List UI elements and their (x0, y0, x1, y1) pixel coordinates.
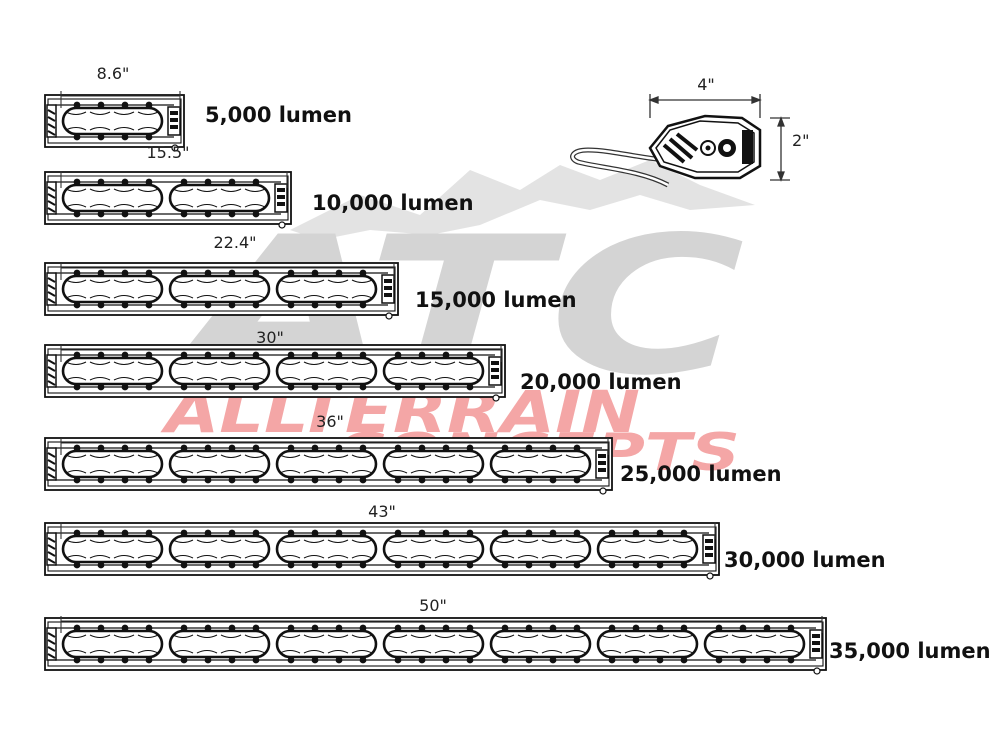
light-bar: 43" 30,000 lumen (44, 502, 886, 580)
led-pod (168, 178, 271, 218)
end-cap-left (46, 104, 57, 138)
led-pod (275, 624, 378, 664)
led-pod (596, 624, 699, 664)
light-bar: 36" 25,000 lumen (44, 412, 782, 495)
length-dimension (60, 345, 502, 362)
led-pod (382, 529, 485, 569)
led-pod (168, 529, 271, 569)
end-cap-left (46, 181, 57, 215)
length-dimension (60, 171, 288, 188)
led-pod (489, 529, 592, 569)
mountain-silhouette (290, 160, 755, 240)
light-bar: 30" 20,000 lumen (44, 328, 682, 402)
led-pod (275, 529, 378, 569)
side-width-label: 4" (697, 75, 715, 94)
led-pod (168, 269, 271, 309)
led-pod (61, 444, 164, 484)
led-pod (382, 624, 485, 664)
lumen-label: 30,000 lumen (724, 548, 886, 572)
side-height-dimension (770, 116, 790, 182)
lumen-label: 25,000 lumen (620, 462, 782, 486)
end-cap-left (46, 627, 57, 661)
light-bar: 22.4" 15,000 lumen (44, 233, 577, 320)
led-pod (61, 269, 164, 309)
lumen-label: 15,000 lumen (415, 288, 577, 312)
side-height-label: 2" (792, 131, 810, 150)
led-pod (61, 529, 164, 569)
led-pod (382, 444, 485, 484)
light-bar: 50" 35,000 lumen (44, 596, 991, 675)
lumen-label: 35,000 lumen (829, 639, 991, 663)
led-pod (382, 351, 485, 391)
lumen-label: 5,000 lumen (205, 103, 352, 127)
end-cap-left (46, 532, 57, 566)
end-cap-left (46, 272, 57, 306)
led-pod (703, 624, 806, 664)
led-pod (275, 269, 378, 309)
led-pod (61, 101, 164, 141)
length-dimension (60, 522, 716, 539)
led-pod (168, 444, 271, 484)
led-pod (168, 351, 271, 391)
length-label: 15.5" (147, 143, 190, 162)
length-label: 50" (419, 596, 447, 615)
length-dimension (60, 263, 395, 280)
led-pod (275, 444, 378, 484)
light-bar: 15.5" 10,000 lumen (44, 143, 474, 229)
length-dimension (60, 91, 181, 108)
led-pod (489, 624, 592, 664)
lumen-label: 10,000 lumen (312, 191, 474, 215)
side-width-dimension (648, 94, 762, 118)
lumen-label: 20,000 lumen (520, 370, 682, 394)
length-label: 36" (316, 412, 344, 431)
led-pod (61, 178, 164, 218)
led-pod (596, 529, 699, 569)
end-cap-left (46, 447, 57, 481)
length-label: 30" (256, 328, 284, 347)
light-bar-list: 8.6" 5,000 lumen 15.5" 10,000 lumen 22.4" 15,… (44, 64, 991, 675)
length-dimension (60, 438, 609, 455)
length-dimension (60, 616, 823, 633)
led-pod (275, 351, 378, 391)
led-pod (489, 444, 592, 484)
end-cap-left (46, 354, 57, 388)
length-label: 8.6" (97, 64, 130, 83)
led-pod (61, 624, 164, 664)
light-bar: 8.6" 5,000 lumen (44, 64, 352, 152)
length-label: 43" (368, 502, 396, 521)
length-label: 22.4" (214, 233, 257, 252)
led-pod (168, 624, 271, 664)
led-pod (61, 351, 164, 391)
side-profile-view: 4" 2" (570, 75, 810, 188)
